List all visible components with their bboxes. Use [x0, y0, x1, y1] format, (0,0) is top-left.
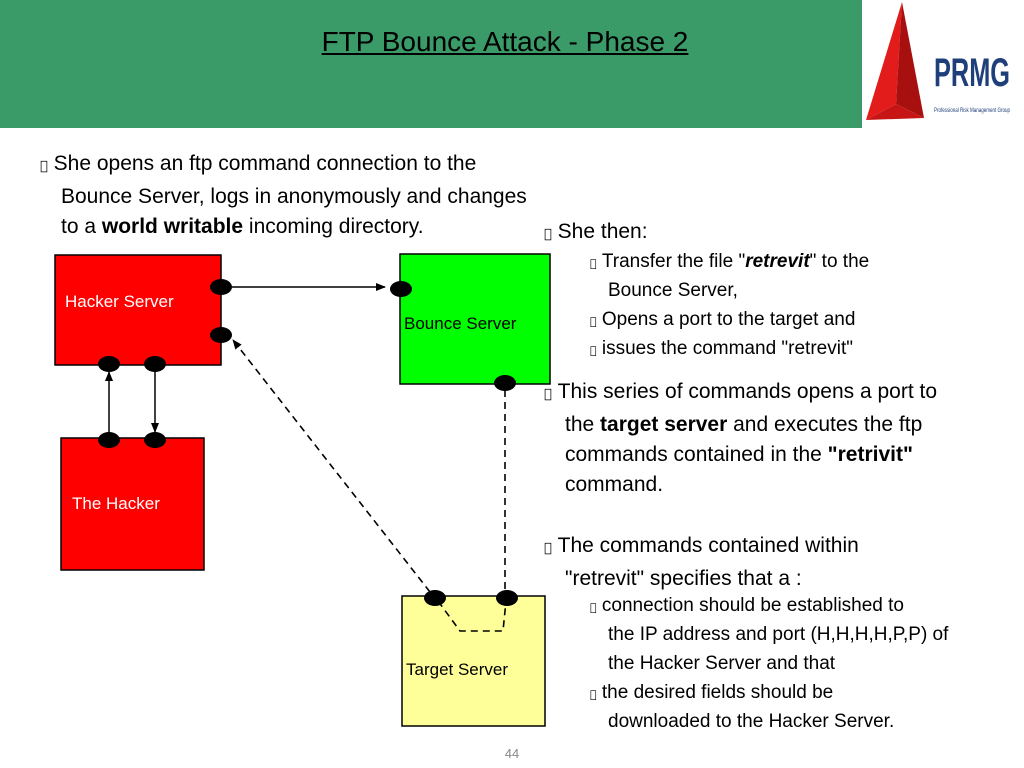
port-dot — [144, 356, 166, 372]
port-dot — [210, 327, 232, 343]
port-dot — [494, 375, 516, 391]
prmg-logo: PRMG Professional Risk Management Group — [862, 0, 1024, 128]
port-dot — [496, 590, 518, 606]
hacker-server-label: Hacker Server — [65, 292, 174, 311]
port-dot — [210, 279, 232, 295]
page-title: FTP Bounce Attack - Phase 2 — [321, 26, 689, 57]
bullet-icon:  — [590, 688, 597, 701]
target-server-box — [401, 595, 546, 727]
port-dot — [390, 281, 412, 297]
port-dot — [98, 432, 120, 448]
the-hacker-label: The Hacker — [72, 494, 160, 513]
target-to-hacker-dashed-arrow — [232, 339, 431, 593]
bounce-server-label: Bounce Server — [404, 314, 517, 333]
step-item-open-port:  Opens a port to the target and — [590, 309, 855, 330]
target-server-label: Target Server — [406, 660, 508, 679]
bullet-icon:  — [544, 541, 552, 556]
port-dot — [98, 356, 120, 372]
command-sub-download-line2: downloaded to the Hacker Server. — [608, 711, 895, 732]
command-sub-connection-line3: the Hacker Server and that — [608, 653, 836, 674]
series-paragraph:  This series of commands opens a port t… — [544, 380, 937, 496]
bullet-icon:  — [590, 257, 597, 270]
hacker-server-box — [54, 254, 222, 366]
bullet-icon:  — [590, 601, 597, 614]
bounce-server-box — [399, 253, 551, 385]
bullet-icon:  — [590, 315, 597, 328]
port-dot — [424, 590, 446, 606]
bullet-icon:  — [544, 387, 552, 402]
target-internal-dashed-link — [437, 600, 507, 632]
bullet-icon:  — [544, 227, 552, 242]
svg-text:PRMG: PRMG — [934, 51, 1010, 95]
page-number: 44 — [504, 746, 520, 761]
step-item-continuation: Bounce Server, — [608, 280, 738, 301]
bullet-icon:  — [40, 159, 48, 174]
step-item-transfer:  Transfer the file "retrevit" to the — [590, 251, 869, 272]
port-dot — [144, 432, 166, 448]
command-sub-connection:  connection should be established to — [590, 595, 904, 616]
header-bar — [0, 0, 862, 128]
command-sub-download:  the desired fields should be — [590, 682, 833, 703]
command-sub-connection-line2: the IP address and port (H,H,H,H,P,P) of — [608, 624, 949, 645]
step-item-issue-command:  issues the command "retrevit" — [590, 338, 853, 359]
intro-paragraph:  She opens an ftp command connection to… — [40, 152, 527, 238]
svg-text:Professional Risk Management G: Professional Risk Management Group — [934, 108, 1010, 114]
steps-heading:  She then: — [544, 220, 648, 243]
the-hacker-box — [60, 437, 205, 571]
commands-paragraph:  The commands contained within "retrevi… — [544, 534, 859, 590]
bullet-icon:  — [590, 344, 597, 357]
